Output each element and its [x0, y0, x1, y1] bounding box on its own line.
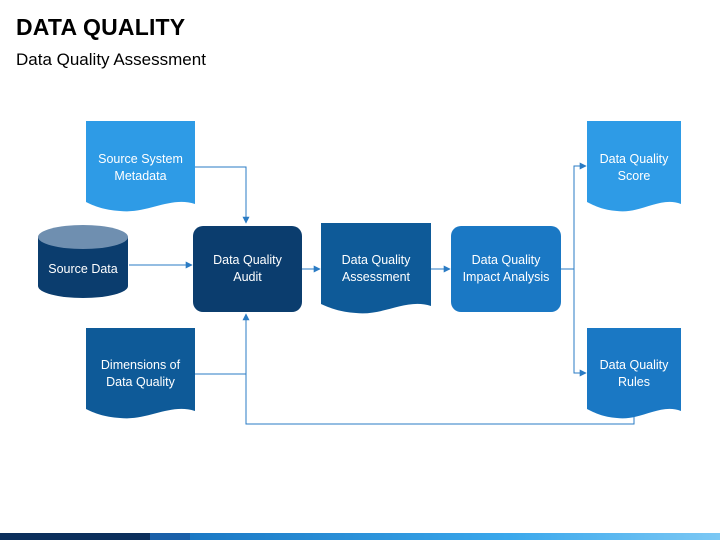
connectors	[129, 162, 635, 425]
connector-rules-to-audit	[245, 374, 635, 425]
footer-segment-navy	[0, 533, 150, 540]
data-quality-assessment-shape[interactable]	[321, 223, 431, 314]
cylinder-top	[38, 225, 128, 249]
data-quality-audit-shape[interactable]	[193, 226, 302, 312]
cylinder-body	[38, 237, 128, 298]
dimensions-of-data-quality-shape[interactable]	[86, 328, 195, 419]
connector-dimensions-to-audit	[195, 313, 250, 375]
data-quality-rules-shape[interactable]	[587, 328, 681, 419]
source-system-metadata-shape[interactable]	[86, 121, 195, 212]
connector-split-to-score	[573, 162, 587, 269]
footer-bar	[0, 533, 720, 540]
footer-segment-light	[190, 533, 720, 540]
data-quality-impact-analysis-shape[interactable]	[451, 226, 561, 312]
data-quality-score-shape[interactable]	[587, 121, 681, 212]
page-title: DATA QUALITY	[16, 14, 186, 40]
source-data-cylinder[interactable]	[38, 225, 128, 298]
connector-split-to-rules	[573, 269, 587, 377]
connector-metadata-to-audit	[195, 166, 250, 224]
page-subtitle: Data Quality Assessment	[16, 50, 206, 69]
footer-segment-blue	[150, 533, 190, 540]
